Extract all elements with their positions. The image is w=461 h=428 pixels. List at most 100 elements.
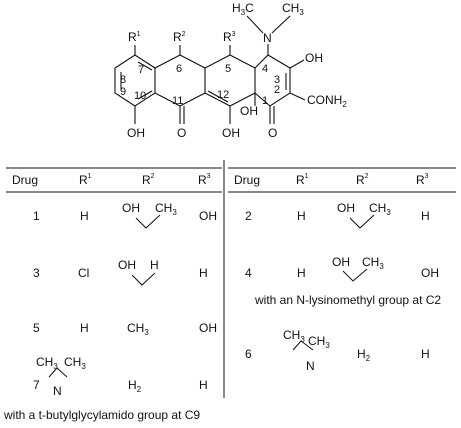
ring-number-7: 7 [138, 64, 144, 76]
header-r3-left-sup: 3 [206, 173, 211, 180]
header-r2-right-text: R [356, 173, 365, 187]
drug3-r2-oh: OH [118, 258, 136, 272]
drug7-r1-sketch [48, 367, 68, 378]
drug2-r2-3: 3 [386, 208, 391, 217]
drug7-r1-3-b: 3 [81, 362, 86, 371]
header-r3-right-text: R [416, 173, 425, 187]
drug1-r2-ch: CH [155, 201, 173, 215]
drug2-r3: H [421, 209, 430, 223]
svg-text:R3: R3 [223, 30, 236, 44]
drug1-r2-3: 3 [172, 208, 177, 217]
drug6-r1-3: 3 [300, 335, 305, 344]
ring-number-5: 5 [225, 63, 231, 75]
r3-sup: 3 [232, 31, 236, 38]
r3-label: R [223, 30, 232, 44]
ring-bonds [114, 15, 306, 124]
ring-number-10: 10 [134, 90, 146, 102]
header-r2-left-sup: 2 [150, 173, 155, 180]
header-r2-left: R2 [142, 173, 155, 187]
drug5-number: 5 [33, 321, 40, 335]
ring-number-4: 4 [262, 63, 268, 75]
header-r1-left: R1 [79, 173, 92, 187]
svg-text:H3C: H3C [232, 1, 254, 17]
drug4-r2-3: 3 [379, 262, 384, 271]
oh-c12a: OH [240, 104, 258, 118]
drug7-r1-ch3-b: CH3 [64, 355, 86, 371]
drug4-r3: OH [421, 266, 439, 280]
r2-sup: 2 [182, 31, 186, 38]
drug7-r1-ch3-a: CH3 [36, 356, 58, 371]
header-drug-left: Drug [12, 173, 39, 187]
drug6-r1-3-b: 3 [325, 341, 330, 350]
drug5-r2-ch: CH [127, 321, 145, 335]
drug6-r1-ch3-b: CH3 [308, 334, 330, 350]
drug4-note: with an N-lysinomethyl group at C2 [255, 293, 442, 307]
drug4-r2-ch: CH [362, 255, 380, 269]
header-r3-left: R3 [198, 173, 211, 187]
drug2-r2-oh: OH [337, 201, 355, 215]
drug4-number: 4 [245, 266, 252, 280]
header-drug-right: Drug [234, 173, 261, 187]
ring-number-2: 2 [274, 84, 280, 96]
drug6-r1-n: N [306, 359, 315, 373]
drug5-r2-ch3: CH3 [127, 321, 149, 337]
drug7-number: 7 [33, 378, 40, 392]
drug6-r1-ch: CH [283, 328, 301, 342]
h3c-3: 3 [241, 8, 246, 17]
r1-sup: 1 [137, 31, 141, 38]
drug7-r3: H [199, 378, 208, 392]
header-r2-right-sup: 2 [364, 173, 369, 180]
ch3-ch: CH [282, 1, 299, 15]
conh2-label: CONH [307, 93, 342, 107]
drug6-r3: H [421, 347, 430, 361]
drug7-r2-h: H [128, 378, 137, 392]
drug7-r1-n: N [53, 384, 62, 398]
drug4-r2-oh: OH [332, 255, 350, 269]
drug4-r2-sketch [342, 268, 368, 282]
header-r1-right: R1 [296, 173, 309, 186]
header-r1-right-sup: 1 [304, 173, 309, 180]
drug4-r1: H [297, 266, 306, 280]
ring-number-6: 6 [176, 63, 182, 75]
ring-number-8: 8 [120, 74, 126, 86]
oh-c10: OH [127, 126, 145, 140]
drug3-r2-h: H [150, 258, 159, 272]
header-r1-left-sup: 1 [87, 173, 92, 180]
drug7-r1-ch-b: CH [64, 355, 82, 369]
header-r2-right: R2 [356, 173, 369, 187]
dimethylamino-n: N [263, 31, 272, 45]
drug2-number: 2 [245, 209, 252, 223]
drug1-r3: OH [199, 209, 217, 223]
substituent-sketches [48, 214, 375, 378]
drug7-r2-2: 2 [136, 385, 142, 394]
drug7-note: with a t-butylglycylamido group at C9 [4, 408, 201, 422]
drug3-number: 3 [33, 266, 40, 280]
svg-text:CH3: CH3 [282, 1, 304, 17]
drug4-r2-ch3: CH3 [362, 255, 384, 271]
drug1-r2-ch3: CH3 [155, 201, 177, 217]
drug5-r2-3: 3 [144, 328, 149, 337]
drug6-r2: H2 [357, 347, 370, 363]
drug6-r2-h: H [357, 347, 366, 361]
ring-number-9: 9 [120, 86, 126, 98]
oh-c12: OH [222, 126, 240, 140]
header-r2-left-text: R [142, 173, 151, 187]
oh-c3: OH [305, 51, 323, 65]
header-r3-right-sup: 3 [424, 173, 429, 180]
drug3-r3: H [199, 266, 208, 280]
svg-text:R2: R2 [173, 30, 186, 44]
ring-number-11: 11 [172, 95, 183, 107]
drug1-r2-oh: OH [122, 201, 140, 215]
drug6-r1-ch-b: CH [308, 334, 326, 348]
svg-text:R1: R1 [128, 30, 141, 44]
header-r3-left-text: R [198, 173, 207, 187]
drug7-r1-3: 3 [53, 362, 58, 371]
drug6-r1-ch3-a: CH3 [283, 328, 305, 344]
ring-number-1: 1 [262, 95, 268, 107]
conh2-sub: 2 [342, 100, 347, 109]
table-rules [6, 160, 456, 398]
svg-text:CONH2: CONH2 [307, 93, 347, 109]
header-r3-right: R3 [416, 173, 429, 187]
ring-number-12: 12 [217, 89, 229, 101]
header-r1-left-text: R [79, 173, 88, 187]
